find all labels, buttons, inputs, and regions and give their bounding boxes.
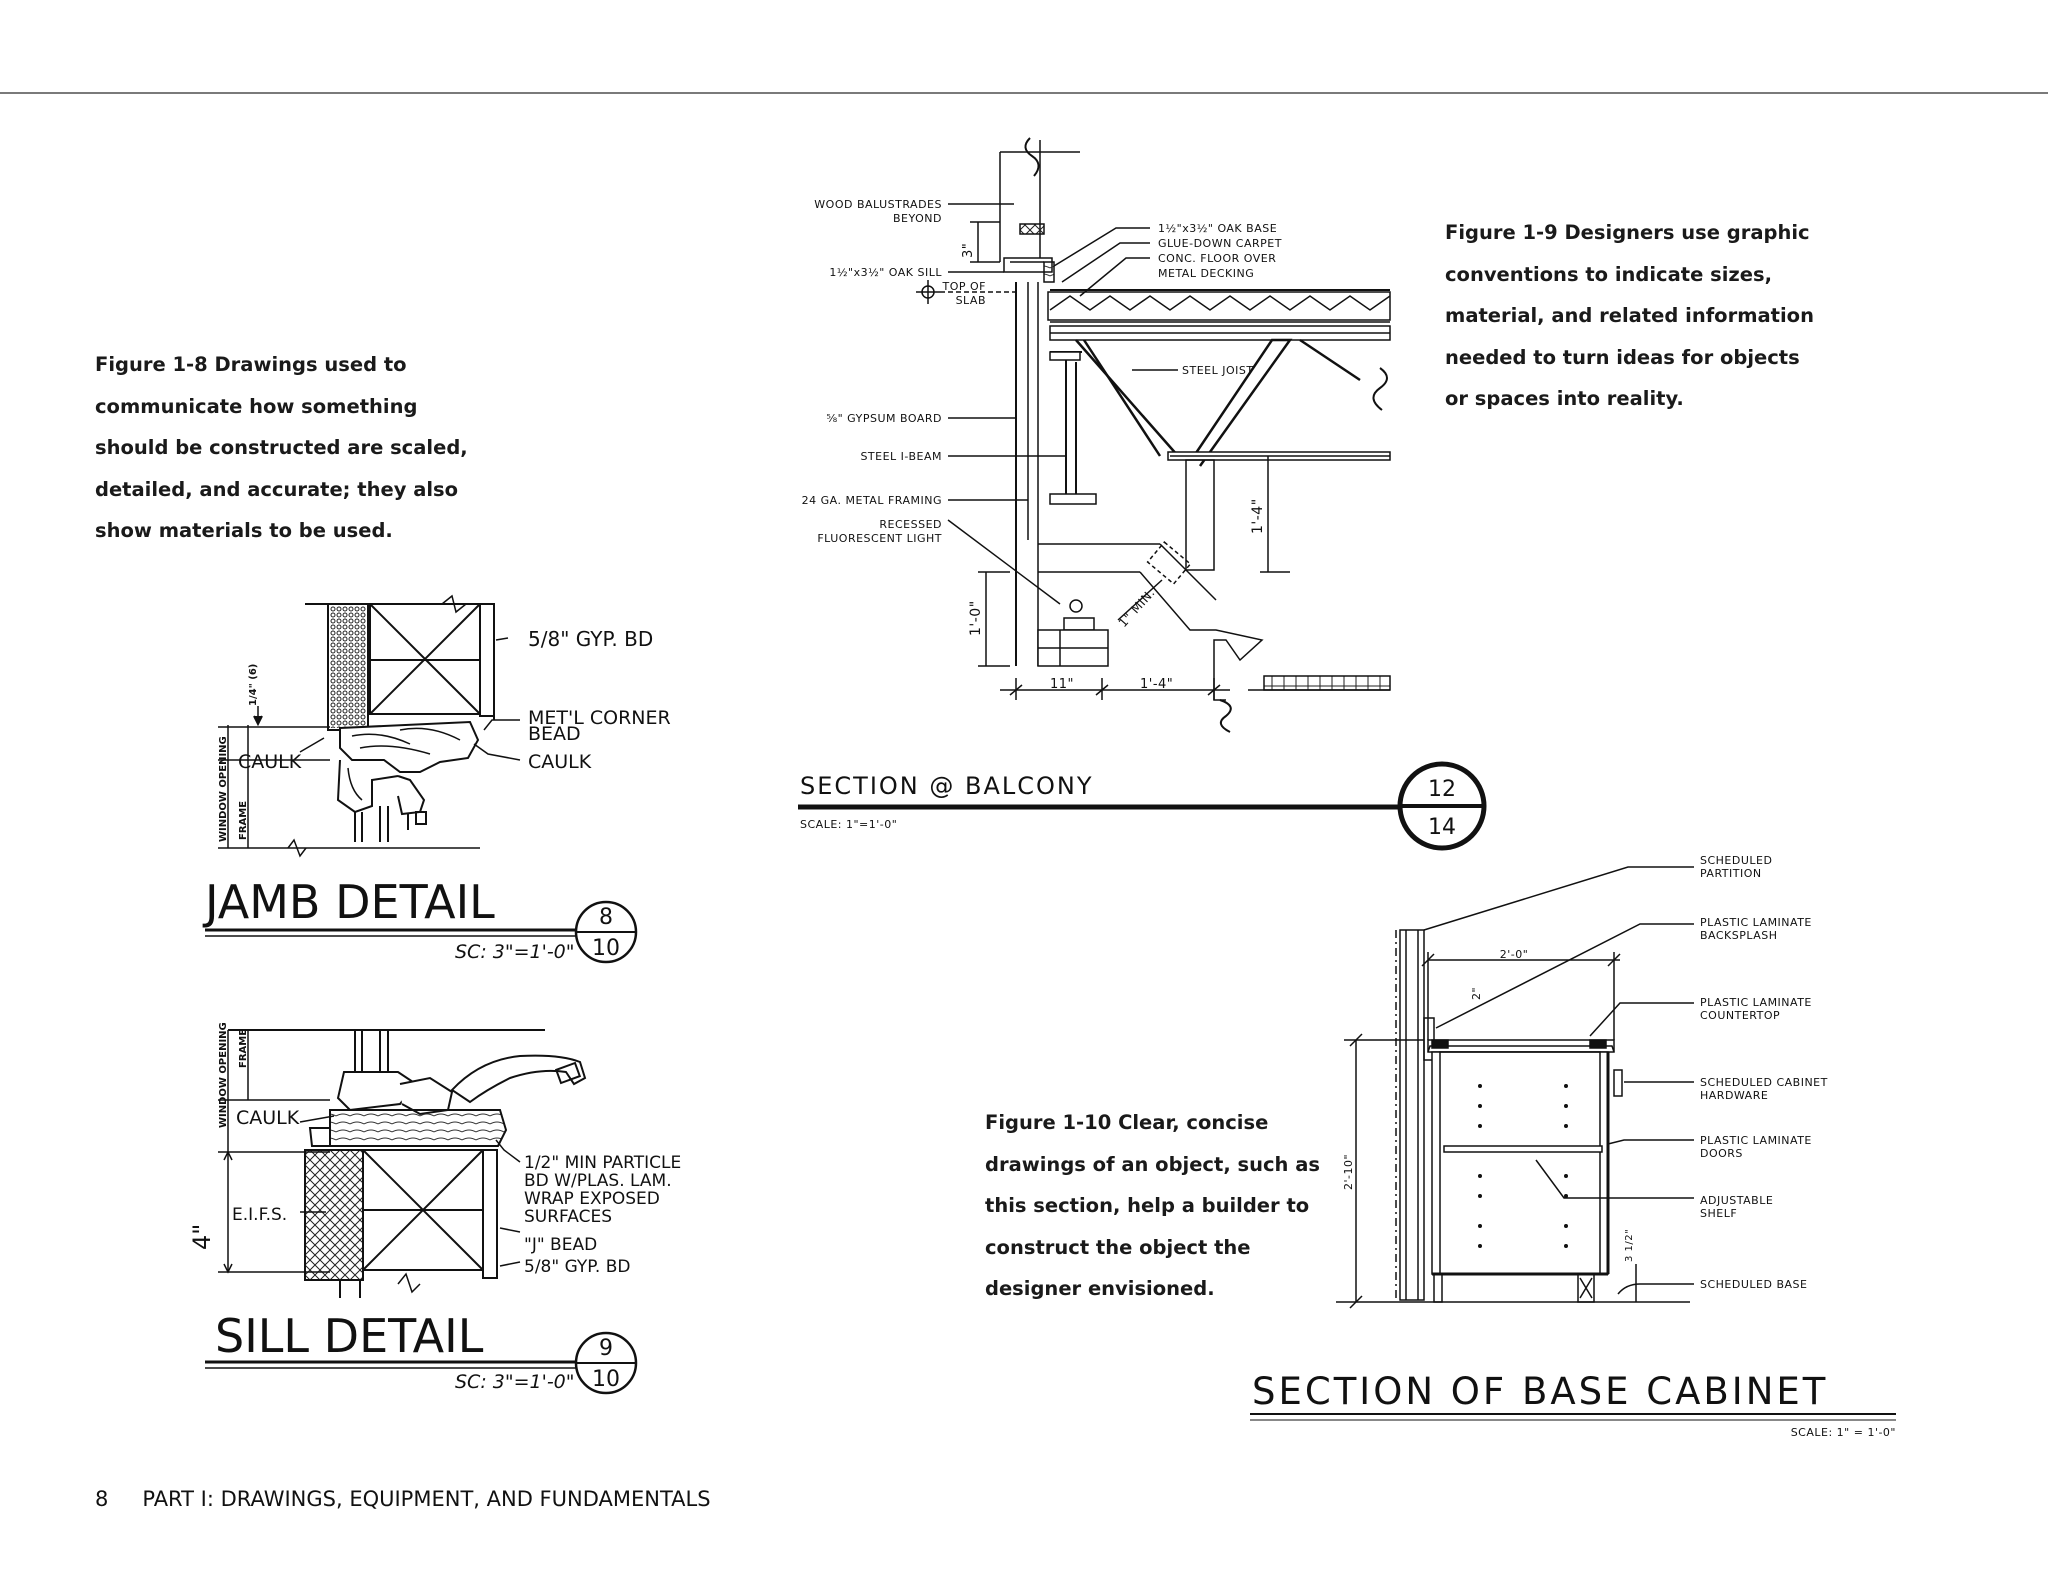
gypsum-board-label: ⅝" GYPSUM BOARD [826, 412, 942, 425]
particle-label: 1/2" MIN PARTICLE [524, 1153, 681, 1173]
figure-1-10-caption: Figure 1-10 Clear, concise drawings of a… [985, 1102, 1320, 1310]
top-of-slab-label: SLAB [956, 294, 986, 307]
balcony-ref-bottom: 14 [1428, 815, 1456, 840]
floor-label: METAL DECKING [1158, 267, 1254, 280]
doors-label: DOORS [1700, 1147, 1743, 1160]
page-number: 8 [95, 1487, 109, 1511]
doors-label: PLASTIC LAMINATE [1700, 1134, 1812, 1147]
j-bead-label: "J" BEAD [524, 1235, 597, 1255]
caption-line: communicate how something [95, 394, 418, 418]
caption-line: drawings of an object, such as [985, 1152, 1320, 1176]
jamb-ref-top: 8 [599, 905, 613, 930]
balcony-scale: SCALE: 1"=1'-0" [800, 818, 897, 831]
sill-detail-title: SILL DETAIL [215, 1309, 484, 1363]
oak-sill-label: 1½"x3½" OAK SILL [829, 266, 942, 279]
dim-1-4-vertical: 1'-4" [1250, 498, 1266, 534]
frame-dim: FRAME [238, 1029, 249, 1068]
countertop-label: PLASTIC LAMINATE [1700, 996, 1812, 1009]
caulk-label: CAULK [528, 751, 592, 773]
toe-dim: 3 1/2" [1624, 1229, 1635, 1262]
caption-line: show materials to be used. [95, 519, 393, 542]
shelf-label: SHELF [1700, 1207, 1737, 1220]
backsplash-label: BACKSPLASH [1700, 929, 1778, 942]
caption-line: detailed, and accurate; they also [95, 477, 459, 501]
caption-line: designer envisioned. [985, 1277, 1215, 1300]
sill-ref-bottom: 10 [592, 1367, 620, 1392]
particle-label: BD W/PLAS. LAM. [524, 1171, 672, 1191]
corner-bead-label: BEAD [528, 723, 581, 745]
sill-ref-top: 9 [599, 1336, 613, 1361]
dim-3-inch: 3" [961, 243, 976, 258]
caption-line: should be constructed are scaled, [95, 436, 468, 459]
metal-framing-label: 24 GA. METAL FRAMING [802, 494, 942, 507]
caption-line: Figure 1-9 Designers use graphic [1445, 221, 1810, 244]
caption-line: conventions to indicate sizes, [1445, 262, 1772, 286]
countertop-label: COUNTERTOP [1700, 1009, 1780, 1022]
caption-line: Figure 1-10 Clear, concise [985, 1111, 1269, 1134]
width-dim: 2'-0" [1500, 948, 1529, 961]
backsplash-label: PLASTIC LAMINATE [1700, 916, 1812, 929]
caption-line: material, and related information [1445, 304, 1814, 327]
height-dim: 2'-10" [1342, 1154, 1355, 1190]
shelf-label: ADJUSTABLE [1700, 1194, 1773, 1207]
base-label: SCHEDULED BASE [1700, 1278, 1807, 1291]
steel-joist-label: STEEL JOIST [1182, 364, 1254, 377]
figure-1-9-caption: Figure 1-9 Designers use graphic convent… [1445, 212, 1814, 420]
oak-base-label: 1½"x3½" OAK BASE [1158, 222, 1277, 235]
eifs-label: E.I.F.S. [232, 1205, 287, 1225]
dim-1-4: 1'-4" [1140, 677, 1173, 692]
top-rule [0, 92, 2048, 94]
carpet-label: GLUE-DOWN CARPET [1158, 237, 1282, 250]
jamb-ref-bottom: 10 [592, 936, 620, 961]
top-of-slab-label: TOP OF [942, 280, 987, 293]
dim-1-0: 1'-0" [968, 600, 984, 636]
caulk-label: CAULK [236, 1107, 300, 1129]
jamb-scale: SC: 3"=1'-0" [455, 941, 575, 963]
cabinet-scale: SCALE: 1" = 1'-0" [1791, 1426, 1896, 1439]
partition-label: PARTITION [1700, 867, 1762, 880]
sill-scale: SC: 3"=1'-0" [455, 1371, 575, 1393]
partition-label: SCHEDULED [1700, 854, 1772, 867]
balcony-section-title: SECTION @ BALCONY [800, 772, 1094, 800]
particle-label: SURFACES [524, 1207, 612, 1227]
window-opening-dim: WINDOW OPENING [218, 736, 229, 842]
caption-line: Figure 1-8 Drawings used to [95, 353, 407, 376]
particle-label: WRAP EXPOSED [524, 1189, 660, 1209]
quarter-inch-dim: 1/4" (6) [248, 664, 259, 706]
balcony-ref-top: 12 [1428, 777, 1456, 802]
recessed-light-label: RECESSED [879, 518, 942, 531]
dim-11: 11" [1050, 677, 1074, 692]
gyp-bd-label: 5/8" GYP. BD [528, 627, 653, 651]
caption-line: or spaces into reality. [1445, 387, 1684, 410]
frame-dim: FRAME [238, 801, 249, 840]
cabinet-section-title: SECTION OF BASE CABINET [1252, 1370, 1828, 1413]
caulk-label: CAULK [238, 751, 302, 773]
page-footer: 8 PART I: DRAWINGS, EQUIPMENT, AND FUNDAM… [95, 1487, 711, 1511]
hardware-label: HARDWARE [1700, 1089, 1768, 1102]
balustrades-label: WOOD BALUSTRADES [814, 198, 942, 211]
window-opening-dim: WINDOW OPENING [218, 1022, 229, 1128]
caption-line: construct the object the [985, 1235, 1251, 1259]
steel-ibeam-label: STEEL I-BEAM [860, 450, 942, 463]
four-inch-dim: 4" [188, 1224, 216, 1250]
hardware-label: SCHEDULED CABINET [1700, 1076, 1828, 1089]
caption-line: needed to turn ideas for objects [1445, 345, 1800, 369]
gyp-label: 5/8" GYP. BD [524, 1257, 630, 1277]
figure-1-8-caption: Figure 1-8 Drawings used to communicate … [95, 344, 468, 552]
floor-label: CONC. FLOOR OVER [1158, 252, 1276, 265]
corner-bead-label: MET'L CORNER [528, 707, 671, 729]
balustrades-label: BEYOND [893, 212, 942, 225]
jamb-detail-title: JAMB DETAIL [202, 875, 495, 929]
back-dim: 2" [1470, 987, 1483, 1000]
recessed-light-label: FLUORESCENT LIGHT [817, 532, 942, 545]
caption-line: this section, help a builder to [985, 1194, 1310, 1217]
section-title: PART I: DRAWINGS, EQUIPMENT, AND FUNDAME… [142, 1487, 711, 1511]
